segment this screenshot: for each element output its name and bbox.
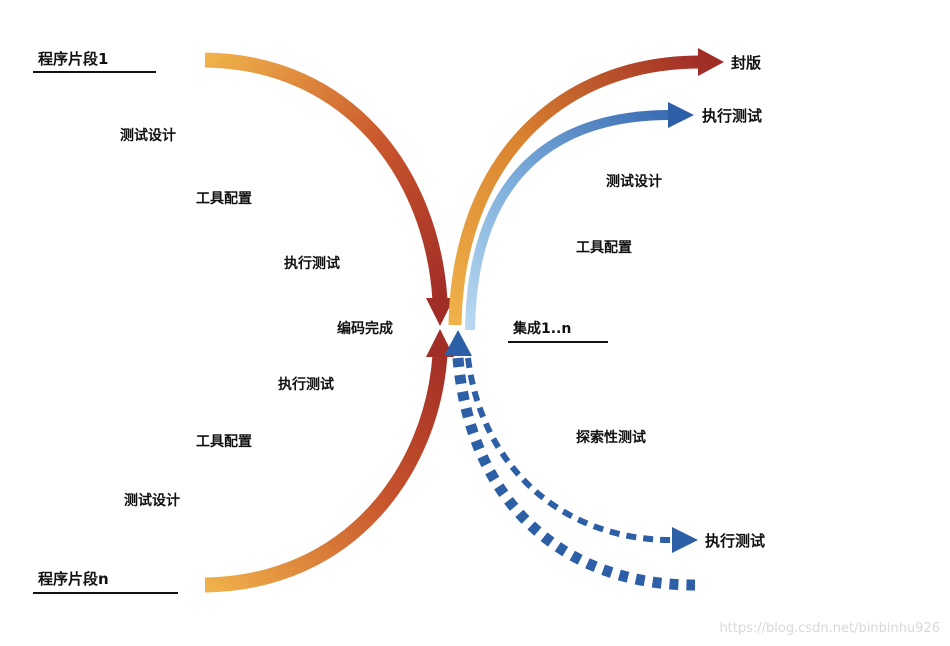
arrowhead-up-red [426, 329, 454, 357]
label-rt-execute-test: 执行测试 [702, 107, 762, 125]
arrowhead-up-blue [444, 330, 472, 356]
label-release: 封版 [731, 54, 761, 72]
label-lt-tool-config: 工具配置 [196, 190, 252, 207]
label-lb-test-design: 测试设计 [124, 492, 180, 509]
label-fragment-n: 程序片段n [38, 570, 109, 588]
label-exploratory-test: 探索性测试 [576, 429, 646, 446]
label-rt-test-design: 测试设计 [606, 173, 662, 190]
arc-integration-to-execute [465, 110, 671, 331]
label-lb-execute-test: 执行测试 [278, 376, 334, 393]
dashed-arc-exploratory-inner [465, 357, 673, 543]
label-integration: 集成1..n [512, 320, 571, 337]
arrowhead-right-blue-dashed [672, 527, 698, 553]
label-lb-tool-config: 工具配置 [196, 433, 252, 450]
dashed-arc-exploratory-outer [452, 357, 696, 591]
watermark: https://blog.csdn.net/binbinhu926 [719, 621, 940, 636]
label-rb-execute-test: 执行测试 [705, 532, 765, 550]
label-lt-execute-test: 执行测试 [284, 255, 340, 272]
arrowhead-right-blue [668, 102, 694, 128]
arrowhead-down-red [426, 298, 454, 326]
label-fragment-1: 程序片段1 [38, 50, 108, 68]
arc-fragment-1-to-merge [204, 52, 448, 301]
arc-fragment-n-to-merge [204, 354, 448, 593]
arrowhead-right-red [698, 48, 724, 76]
label-rt-tool-config: 工具配置 [576, 239, 632, 256]
label-coding-complete: 编码完成 [337, 320, 393, 337]
arc-integration-to-release [448, 55, 701, 326]
label-lt-test-design: 测试设计 [120, 127, 176, 144]
